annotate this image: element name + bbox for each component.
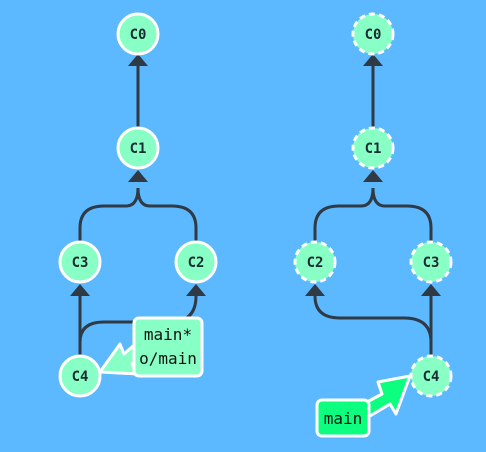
commit-label: C0	[130, 27, 147, 43]
commit-label: C2	[188, 255, 205, 271]
commit-label: C4	[423, 369, 440, 385]
commit-label: C1	[130, 141, 147, 157]
right-graph: C0 C1 C2 C3 C4 main	[293, 12, 453, 438]
arrowhead	[363, 54, 383, 66]
commit-label: C3	[72, 255, 89, 271]
branch-label-line1: main	[324, 409, 363, 428]
arrowhead	[70, 284, 90, 296]
branch-label-main[interactable]: main	[315, 398, 371, 438]
edge-c4-c2	[78, 295, 198, 356]
arrowhead	[128, 170, 148, 182]
commit-label: C0	[365, 27, 382, 43]
arrowhead	[128, 54, 148, 66]
commit-node-c1: C1	[116, 126, 160, 170]
left-graph: C0 C1 C3 C2 C4 main* o/main	[58, 12, 218, 398]
arrowhead	[305, 284, 325, 296]
arrowhead	[421, 284, 441, 296]
edge-c3-c1	[371, 187, 433, 244]
commit-label: C3	[423, 255, 440, 271]
edge-c2-c1	[136, 187, 198, 244]
commit-node-c1: C1	[351, 126, 395, 170]
edge-c3-c1	[78, 187, 140, 244]
right-edges	[305, 54, 441, 356]
commit-node-c2: C2	[174, 240, 218, 284]
branch-label-line1: main*	[144, 325, 192, 344]
commit-node-c2: C2	[293, 240, 337, 284]
commit-node-c3: C3	[58, 240, 102, 284]
edge-c4-c2	[313, 295, 433, 356]
arrowhead	[186, 284, 206, 296]
branch-label-main-o-main[interactable]: main* o/main	[132, 316, 204, 378]
commit-node-c4: C4	[409, 354, 453, 398]
left-edges	[70, 54, 206, 356]
commit-node-c3: C3	[409, 240, 453, 284]
commit-node-c0: C0	[116, 12, 160, 56]
edge-c2-c1	[313, 187, 375, 244]
branch-label-line2: o/main	[139, 349, 197, 368]
commit-label: C1	[365, 141, 382, 157]
commit-node-c0: C0	[351, 12, 395, 56]
commit-node-c4: C4	[58, 354, 102, 398]
commit-label: C4	[72, 369, 89, 385]
arrowhead	[363, 170, 383, 182]
commit-label: C2	[307, 255, 324, 271]
